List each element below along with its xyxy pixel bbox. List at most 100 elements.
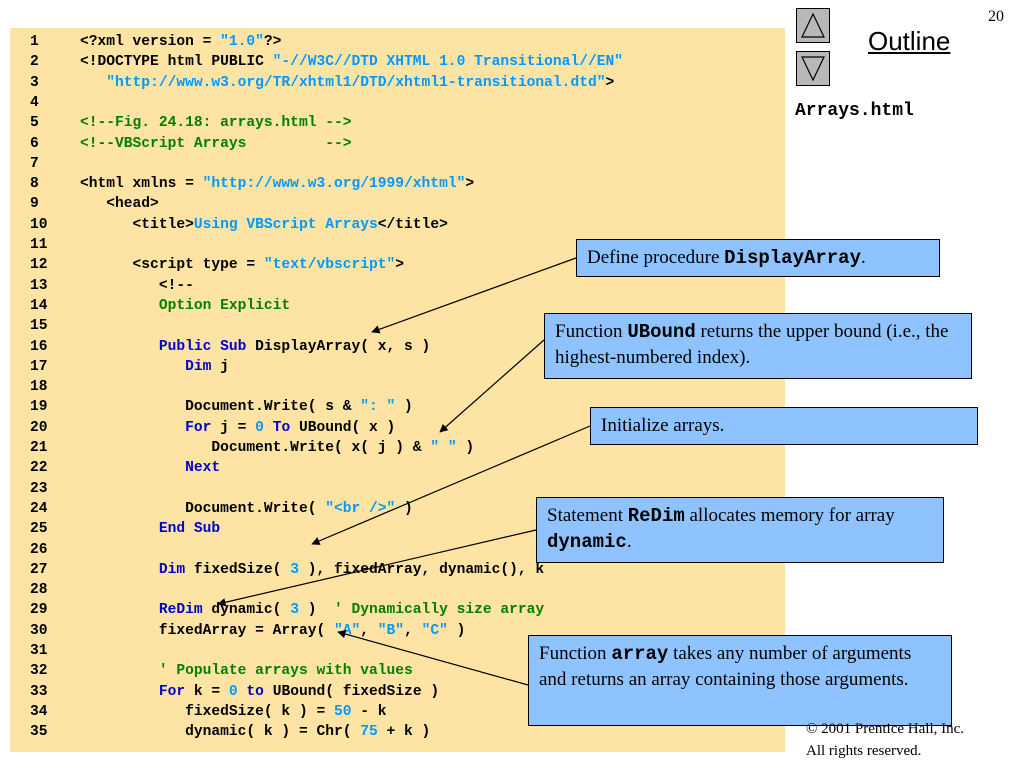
line-number: 9 xyxy=(30,196,39,213)
code-token: ) xyxy=(395,399,413,416)
code-token: 75 xyxy=(360,724,378,741)
line-number: 31 xyxy=(30,643,48,659)
code-token: "C" xyxy=(421,622,448,639)
code-token: To xyxy=(263,419,291,436)
code-token: <?xml version = xyxy=(80,34,221,50)
code-text: ' Populate arrays with values xyxy=(80,661,413,681)
line-number: 12 xyxy=(30,257,48,274)
previous-slide-button[interactable] xyxy=(796,8,830,43)
code-token: <!--VBScript Arrays --> xyxy=(80,135,352,152)
callout-text: Initialize arrays. xyxy=(601,415,725,436)
callout-code-term: dynamic xyxy=(547,531,627,553)
code-text: Option Explicit xyxy=(80,296,290,316)
code-token: "-//W3C//DTD XHTML 1.0 Transitional//EN" xyxy=(272,54,623,71)
code-text: <!--VBScript Arrays --> xyxy=(80,134,352,154)
arrow-displayarray xyxy=(371,257,577,334)
callout-initialize: Initialize arrays. xyxy=(590,407,978,445)
callout-text: returns the upper bound (i.e., the highe… xyxy=(555,321,949,368)
code-token: " " xyxy=(430,440,457,456)
code-token: ReDim xyxy=(80,602,203,619)
code-token: Dim xyxy=(80,561,186,578)
triangle-up-icon xyxy=(801,12,825,38)
code-text: For j = 0 To UBound( x ) xyxy=(80,418,395,438)
code-token: Document.Write( xyxy=(80,500,326,517)
callout-text: takes any number of arguments and return… xyxy=(539,643,912,690)
code-text: ReDim dynamic( 3 ) ' Dynamically size ar… xyxy=(80,600,544,620)
line-number: 34 xyxy=(30,703,48,720)
code-text: <head> xyxy=(80,194,159,214)
code-token: ) xyxy=(298,602,334,619)
code-token: fixedSize( k ) = xyxy=(80,703,334,720)
callout-redim: Statement ReDim allocates memory for arr… xyxy=(536,497,944,563)
code-token: - k xyxy=(351,703,387,720)
code-text: Dim j xyxy=(80,357,229,377)
code-token: dynamic( k ) = Chr( xyxy=(80,724,361,741)
line-number: 29 xyxy=(30,602,48,619)
next-slide-button[interactable] xyxy=(796,51,830,86)
code-token: For xyxy=(80,683,186,700)
code-token: "text/vbscript" xyxy=(263,257,396,274)
code-token: Next xyxy=(80,460,221,477)
line-number: 25 xyxy=(30,521,48,538)
line-number: 21 xyxy=(30,440,48,456)
code-token: "http://www.w3.org/TR/xhtml1/DTD/xhtml1-… xyxy=(106,74,606,91)
code-listing-panel: 1<?xml version = "1.0"?>2<!DOCTYPE html … xyxy=(10,28,785,752)
callout-text: Function xyxy=(539,643,612,664)
code-token: ' Dynamically size array xyxy=(333,602,545,619)
code-token: 0 xyxy=(255,419,264,436)
copyright-notice: © 2001 Prentice Hall, Inc. All rights re… xyxy=(806,718,964,762)
arrow-initialize xyxy=(311,425,591,545)
code-text: <title>Using VBScript Arrays</title> xyxy=(80,215,448,235)
code-token: <head> xyxy=(80,196,159,213)
line-number: 27 xyxy=(30,561,48,578)
line-number: 15 xyxy=(30,318,48,335)
code-token: <!-- xyxy=(80,277,194,294)
callout-text: allocates memory for array xyxy=(684,505,895,526)
line-number: 3 xyxy=(30,74,39,91)
code-token: ?> xyxy=(263,34,282,50)
line-number: 16 xyxy=(30,338,48,355)
arrow-array xyxy=(337,629,529,686)
code-token: dynamic( xyxy=(202,602,291,619)
code-text: dynamic( k ) = Chr( 75 + k ) xyxy=(80,722,430,742)
line-number: 32 xyxy=(30,663,48,680)
line-number: 11 xyxy=(30,237,48,253)
code-text: <!DOCTYPE html PUBLIC "-//W3C//DTD XHTML… xyxy=(80,52,623,72)
line-number: 10 xyxy=(30,216,48,233)
line-number: 4 xyxy=(30,94,39,111)
code-token: <!--Fig. 24.18: arrays.html --> xyxy=(80,115,352,132)
callout-text: . xyxy=(860,247,866,268)
code-token: "1.0" xyxy=(220,34,264,50)
outline-link[interactable]: Outline xyxy=(868,26,951,56)
callout-code-term: array xyxy=(611,643,669,665)
code-text: End Sub xyxy=(80,519,220,539)
callout-displayarray: Define procedure DisplayArray. xyxy=(576,239,940,277)
line-number: 13 xyxy=(30,277,48,294)
arrow-ubound xyxy=(439,339,545,433)
line-number: 7 xyxy=(30,155,39,172)
code-token: j = xyxy=(211,419,256,436)
code-token: 50 xyxy=(333,703,352,720)
code-token: ' Populate arrays with values xyxy=(80,663,413,680)
code-token: "http://www.w3.org/1999/xhtml" xyxy=(202,176,466,193)
code-token: > xyxy=(605,74,615,91)
line-number: 35 xyxy=(30,724,48,741)
callout-text: Define procedure xyxy=(587,247,725,268)
code-text: Public Sub DisplayArray( x, s ) xyxy=(80,337,431,357)
line-number: 8 xyxy=(30,176,39,193)
callout-text: Statement xyxy=(547,505,628,526)
file-name-label: Arrays.html xyxy=(795,101,914,121)
line-number: 20 xyxy=(30,419,48,436)
code-token: Public Sub xyxy=(80,338,247,355)
code-token: Document.Write( s & xyxy=(80,399,361,416)
code-text: "http://www.w3.org/TR/xhtml1/DTD/xhtml1-… xyxy=(80,73,614,93)
code-token: 3 xyxy=(290,561,299,578)
code-token: > xyxy=(395,257,405,274)
code-token: Using VBScript Arrays xyxy=(193,216,378,233)
line-number: 26 xyxy=(30,541,48,558)
callout-code-term: DisplayArray xyxy=(724,247,861,269)
triangle-down-icon xyxy=(801,56,825,82)
code-text: <html xmlns = "http://www.w3.org/1999/xh… xyxy=(80,174,474,194)
line-number: 1 xyxy=(30,34,39,50)
code-token: DisplayArray( x, s ) xyxy=(246,338,431,355)
